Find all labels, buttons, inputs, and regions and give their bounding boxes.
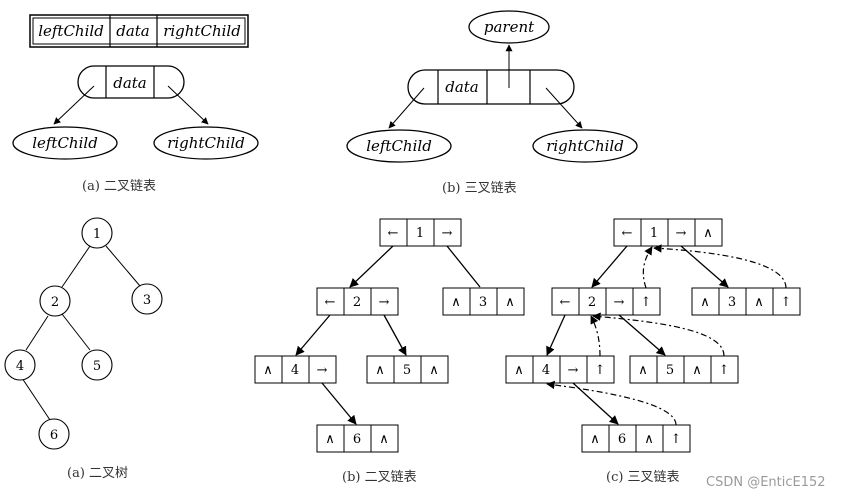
bll-node-5: ∧ 5 ∧	[366, 355, 449, 384]
svg-text:←: ←	[560, 295, 571, 310]
left-child-label: leftChild	[32, 134, 98, 152]
svg-text:→: →	[379, 295, 390, 310]
caption-b-top: (b) 三叉链表	[442, 181, 517, 196]
svg-text:↑: ↑	[595, 363, 606, 378]
watermark: CSDN @EnticE152	[706, 475, 826, 490]
svg-text:↑: ↑	[641, 295, 652, 310]
parent-label: parent	[484, 18, 535, 36]
svg-text:↑: ↑	[719, 363, 730, 378]
tree-node-3: 3	[143, 293, 151, 308]
tll-node-6: ∧ 6 ∧ ↑	[581, 424, 691, 453]
svg-text:∧: ∧	[505, 295, 515, 310]
tree-node-6: 6	[50, 428, 58, 443]
bll-node-6: ∧ 6 ∧	[316, 424, 399, 453]
right-child-label: rightChild	[167, 134, 245, 152]
svg-text:6: 6	[618, 432, 626, 447]
field-data: data	[116, 22, 150, 40]
triple-left-child-label: leftChild	[366, 137, 432, 155]
svg-text:5: 5	[403, 363, 411, 378]
triple-linked-list: ← 1 → ∧ ← 2 → ↑ ∧ 3 ∧ ↑	[505, 218, 801, 485]
svg-text:∧: ∧	[703, 226, 713, 241]
svg-text:4: 4	[542, 363, 550, 378]
svg-text:3: 3	[479, 295, 487, 310]
binary-node-structure: leftChild data rightChild data leftChild…	[12, 14, 259, 194]
svg-text:∧: ∧	[379, 432, 389, 447]
tree-node-1: 1	[93, 227, 101, 242]
svg-text:2: 2	[353, 295, 361, 310]
svg-text:∧: ∧	[514, 363, 524, 378]
svg-text:↑: ↑	[781, 295, 792, 310]
svg-text:→: →	[614, 295, 625, 310]
svg-text:←: ←	[622, 226, 633, 241]
triple-right-child-label: rightChild	[546, 137, 624, 155]
svg-text:∧: ∧	[590, 432, 600, 447]
svg-text:←: ←	[388, 226, 399, 241]
tll-node-2: ← 2 → ↑	[551, 287, 661, 316]
svg-text:→: →	[442, 226, 453, 241]
bll-node-4: ∧ 4 →	[254, 355, 337, 384]
svg-text:3: 3	[728, 295, 736, 310]
svg-text:5: 5	[666, 363, 674, 378]
tree-node-4: 4	[16, 359, 24, 374]
tll-node-1: ← 1 → ∧	[613, 218, 723, 247]
svg-text:→: →	[317, 363, 328, 378]
svg-text:∧: ∧	[644, 432, 654, 447]
svg-text:∧: ∧	[429, 363, 439, 378]
triple-node-structure: parent data leftChild rightChild (b) 三叉链…	[346, 10, 638, 196]
svg-text:∧: ∧	[451, 295, 461, 310]
svg-text:2: 2	[588, 295, 596, 310]
caption-a-top: (a) 二叉链表	[82, 179, 156, 194]
tll-node-3: ∧ 3 ∧ ↑	[691, 287, 801, 316]
bll-node-1: ← 1 →	[379, 218, 462, 247]
svg-text:∧: ∧	[754, 295, 764, 310]
tll-node-5: ∧ 5 ∧ ↑	[629, 355, 739, 384]
svg-text:∧: ∧	[263, 363, 273, 378]
svg-text:↑: ↑	[671, 432, 682, 447]
field-left-child: leftChild	[38, 22, 104, 40]
triple-data-label: data	[445, 78, 479, 96]
tree-node-5: 5	[93, 359, 101, 374]
svg-text:∧: ∧	[692, 363, 702, 378]
svg-text:→: →	[676, 226, 687, 241]
svg-text:1: 1	[650, 226, 658, 241]
tree-node-2: 2	[51, 295, 59, 310]
bll-node-2: ← 2 →	[316, 287, 399, 316]
svg-text:6: 6	[353, 432, 361, 447]
caption-a-bottom: (a) 二叉树	[67, 466, 128, 481]
svg-text:∧: ∧	[638, 363, 648, 378]
svg-text:←: ←	[325, 295, 336, 310]
binary-tree: 1 2 3 4 5 6 (a) 二叉树	[4, 217, 163, 481]
tll-node-4: ∧ 4 → ↑	[505, 355, 615, 384]
svg-text:1: 1	[416, 226, 424, 241]
field-right-child: rightChild	[163, 22, 241, 40]
caption-c-bottom: (c) 三叉链表	[606, 470, 680, 485]
caption-b-bottom: (b) 二叉链表	[342, 470, 417, 485]
svg-text:→: →	[568, 363, 579, 378]
svg-text:∧: ∧	[700, 295, 710, 310]
svg-text:∧: ∧	[325, 432, 335, 447]
svg-text:∧: ∧	[375, 363, 385, 378]
svg-text:4: 4	[291, 363, 299, 378]
node-data-label: data	[113, 74, 147, 92]
binary-linked-list: ← 1 → ← 2 → ∧ 3 ∧ ∧ 4 →	[254, 218, 525, 485]
bll-node-3: ∧ 3 ∧	[442, 287, 525, 316]
